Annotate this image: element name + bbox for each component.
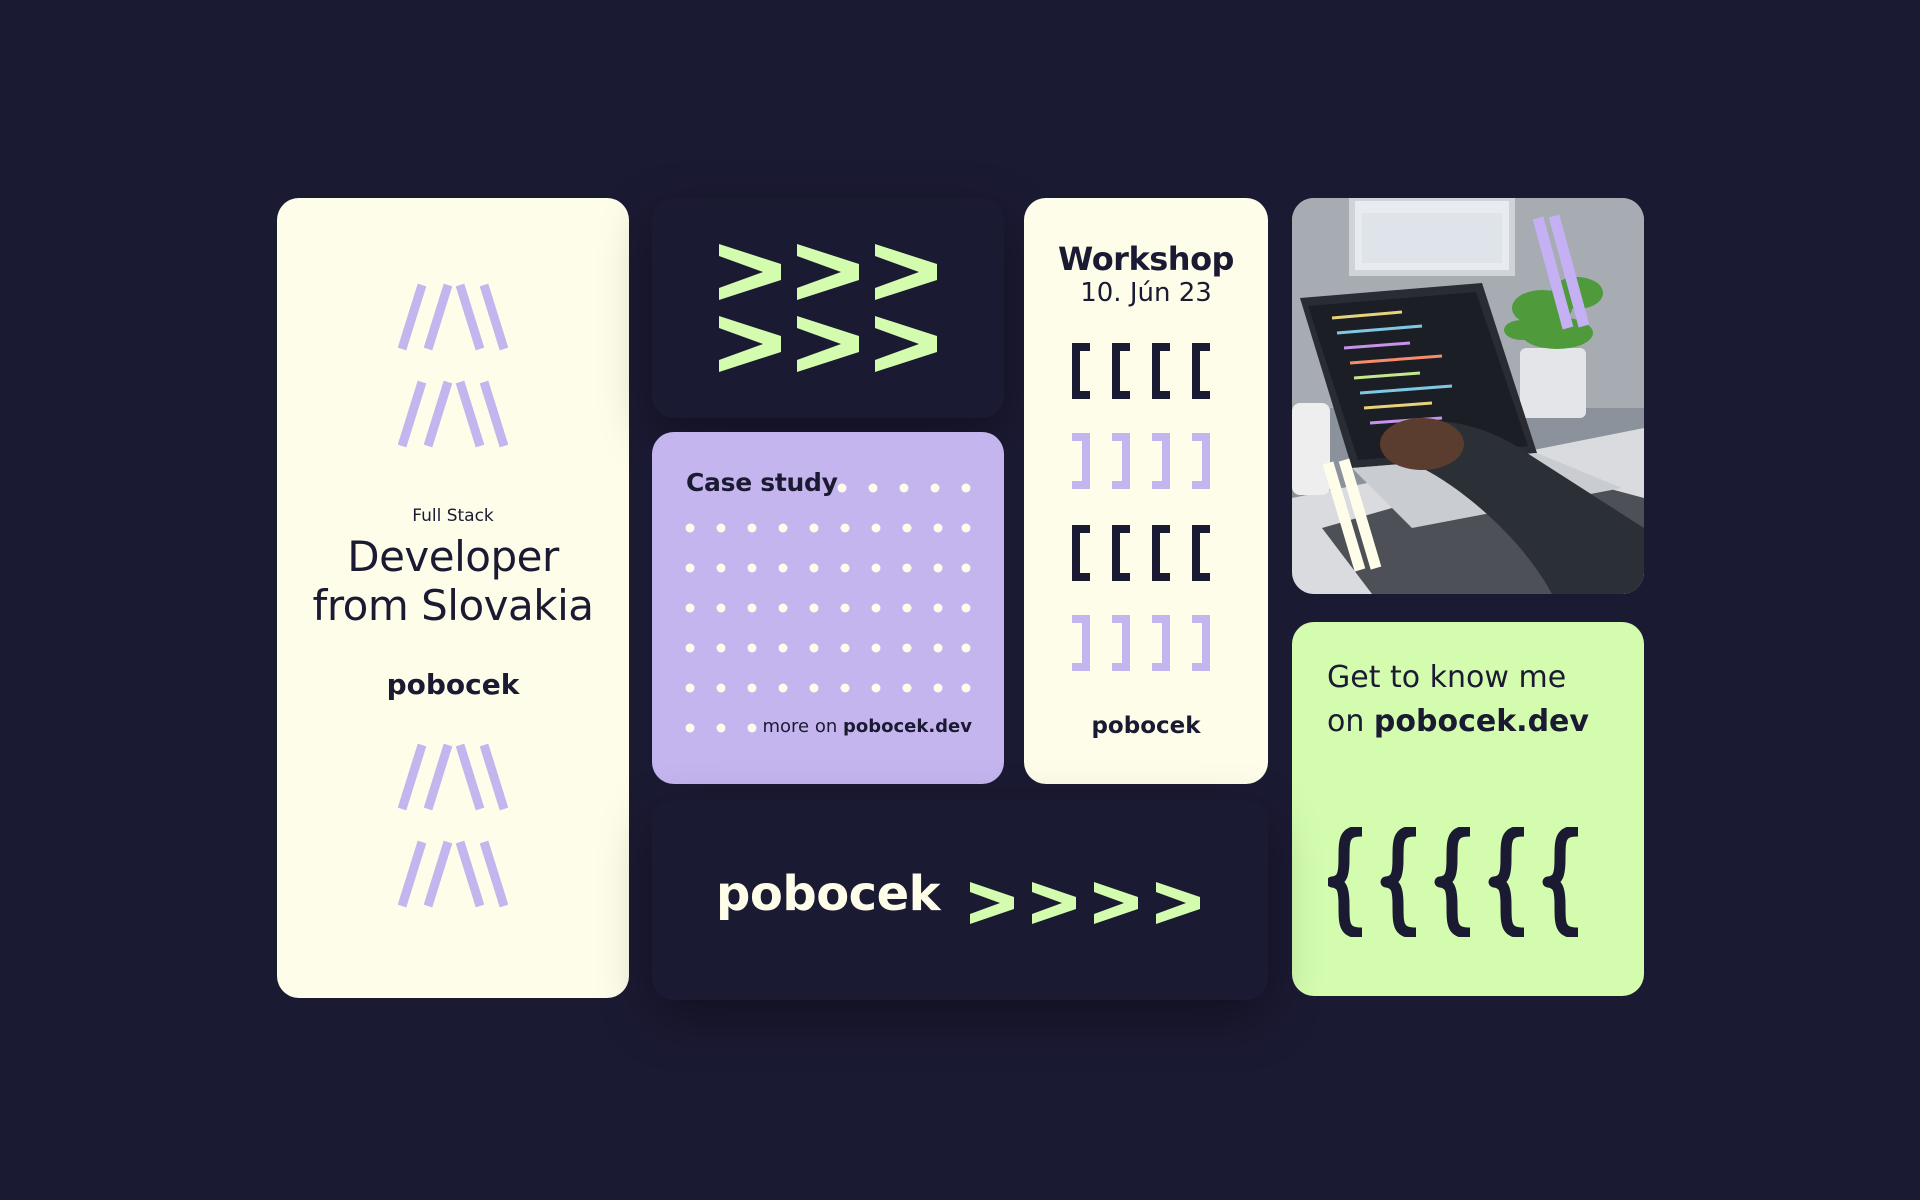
- laptop-photo: [1292, 198, 1644, 594]
- bracket-icon: [1072, 433, 1090, 489]
- chevron-grid: [719, 244, 937, 372]
- chevron-right-icon: [1032, 882, 1076, 924]
- workshop-title: Workshop: [1058, 240, 1234, 278]
- bracket-icon: [1152, 433, 1170, 489]
- dev-title-line2: from Slovakia: [312, 581, 594, 630]
- dev-title: Developer from Slovakia: [277, 532, 629, 630]
- laptop-photo-icon: [1292, 198, 1644, 594]
- curly-brace-row: [1328, 827, 1579, 937]
- bracket-icon: [1112, 615, 1130, 671]
- curly-brace-icon: [1380, 827, 1417, 937]
- curly-brace-icon: [1542, 827, 1579, 937]
- bracket-icon: [1112, 343, 1130, 399]
- case-more-prefix: more on: [762, 716, 838, 737]
- bracket-icon: [1192, 615, 1210, 671]
- know-line2: on pobocek.dev: [1327, 704, 1589, 739]
- case-study-more: more on pobocek.dev: [762, 716, 972, 737]
- case-study-title: Case study: [686, 468, 838, 497]
- bracket-icon: [1072, 343, 1090, 399]
- bracket-grid: [1072, 343, 1210, 671]
- curly-brace-icon: [1488, 827, 1525, 937]
- chevron-right-icon: [719, 244, 781, 300]
- chevron-right-icon: [719, 316, 781, 372]
- bracket-icon: [1072, 525, 1090, 581]
- case-more-link[interactable]: pobocek.dev: [842, 716, 972, 737]
- chevron-right-icon: [1156, 882, 1200, 924]
- know-line2-prefix: on: [1327, 704, 1365, 739]
- curly-brace-icon: [1328, 827, 1363, 937]
- bracket-icon: [1152, 525, 1170, 581]
- dev-title-line1: Developer: [347, 532, 559, 581]
- bracket-icon: [1152, 615, 1170, 671]
- dev-kicker: Full Stack: [412, 506, 494, 526]
- know-line1: Get to know me: [1327, 660, 1567, 695]
- curly-brace-icon: [1434, 827, 1471, 937]
- slash-pattern-icon: [398, 283, 508, 351]
- bracket-icon: [1112, 525, 1130, 581]
- slash-pattern-icon: [398, 380, 508, 448]
- bracket-icon: [1192, 433, 1210, 489]
- bracket-icon: [1192, 343, 1210, 399]
- footer-logo-card: pobocek: [652, 800, 1268, 1000]
- chevron-right-icon: [875, 316, 937, 372]
- bracket-icon: [1112, 433, 1130, 489]
- chevron-right-icon: [875, 244, 937, 300]
- chevron-row: [970, 882, 1200, 924]
- chevron-right-icon: [1094, 882, 1138, 924]
- workshop-card: Workshop 10. Jún 23: [1024, 198, 1268, 784]
- dot-grid-icon: [685, 483, 971, 733]
- know-link[interactable]: pobocek.dev: [1373, 704, 1589, 739]
- bracket-icon: [1152, 343, 1170, 399]
- bracket-icon: [1192, 525, 1210, 581]
- chevron-right-icon: [797, 244, 859, 300]
- brand-logo: pobocek: [716, 866, 941, 922]
- chevron-right-icon: [970, 882, 1014, 924]
- developer-card: Full Stack Developer from Slovakia poboc…: [277, 198, 629, 998]
- slash-pattern-icon: [398, 743, 508, 811]
- slash-pattern-icon: [398, 840, 508, 908]
- bracket-icon: [1072, 615, 1090, 671]
- brand-logo: pobocek: [386, 668, 520, 701]
- case-study-card: Case study more on pobocek.dev: [652, 432, 1004, 784]
- get-to-know-card: Get to know me on pobocek.dev: [1292, 622, 1644, 996]
- chevron-card: [652, 198, 1004, 418]
- chevron-right-icon: [797, 316, 859, 372]
- brand-logo: pobocek: [1091, 713, 1201, 739]
- workshop-date: 10. Jún 23: [1080, 278, 1212, 308]
